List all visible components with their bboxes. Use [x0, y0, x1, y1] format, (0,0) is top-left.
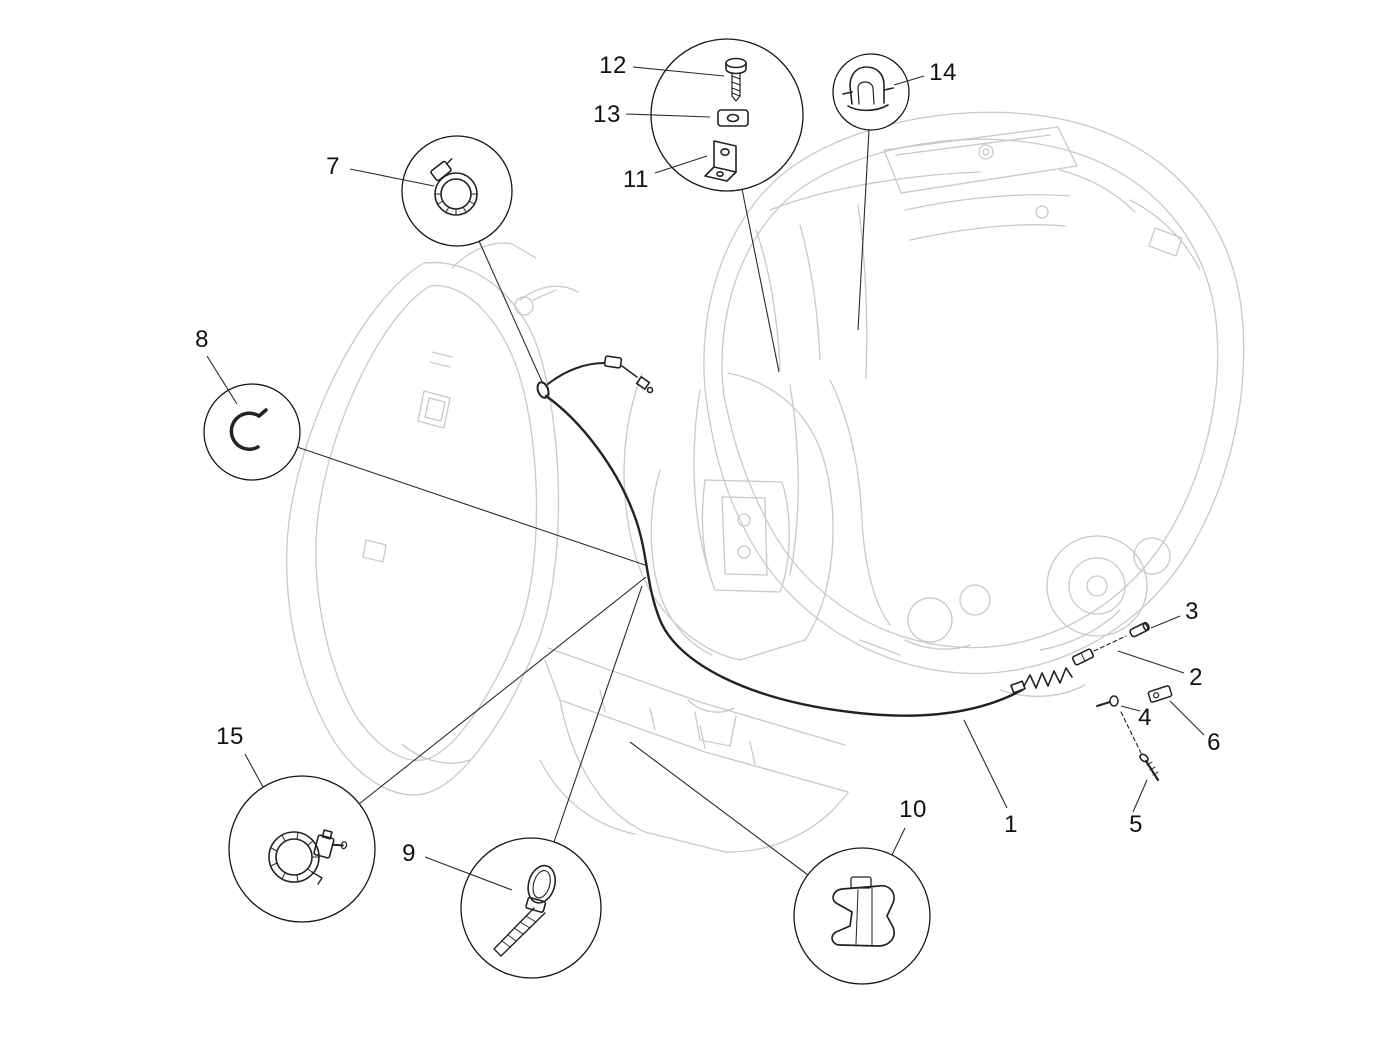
part-label-9: 9 [402, 840, 416, 867]
clamp-icon [268, 829, 348, 885]
bolt-icon [1096, 695, 1119, 707]
leader-bubble-14 [857, 129, 870, 331]
part-label-10: 10 [899, 796, 927, 823]
leader-lines [206, 66, 1205, 891]
leader-bubble-9 [553, 585, 643, 843]
leader-bubble-10 [629, 741, 809, 876]
leader-6 [1169, 700, 1205, 736]
cable-tie-icon [493, 864, 557, 957]
part-label-15: 15 [216, 723, 244, 750]
adjuster-icon [1071, 648, 1095, 666]
spring-clip-icon [842, 66, 894, 112]
leader-3 [1150, 615, 1181, 629]
part-label-1: 1 [1004, 811, 1018, 838]
part-label-2: 2 [1189, 664, 1203, 691]
part-label-11: 11 [623, 166, 649, 193]
leader-bubble-top [741, 188, 780, 373]
leader-5 [1132, 779, 1148, 813]
cable-end-icon [635, 376, 651, 390]
leader-13 [625, 113, 711, 118]
leader-14 [893, 75, 925, 86]
band-clamp-icon [430, 158, 478, 216]
cable-ferrule-icon [1010, 680, 1026, 694]
leader-bubble-8 [296, 446, 649, 567]
callout-bubble-14 [832, 53, 910, 131]
plate-icon [1147, 685, 1173, 703]
part-glyphs [229, 57, 895, 957]
leader-2 [1117, 650, 1185, 674]
leader-8 [206, 355, 238, 405]
cable-grommet-icon [536, 381, 550, 399]
leader-4 [1120, 705, 1141, 712]
spring-icon [1023, 667, 1073, 689]
cable-adjuster-parts [1023, 621, 1173, 782]
leader-15 [244, 753, 264, 788]
callout-bubble-9 [460, 837, 602, 979]
leader-10 [891, 827, 906, 856]
screw-icon [725, 57, 747, 102]
screw-icon [1139, 753, 1160, 782]
part-label-3: 3 [1185, 598, 1199, 625]
leader-bubble-7 [478, 240, 544, 385]
leader-9 [424, 856, 513, 891]
part-label-7: 7 [326, 153, 340, 180]
cable-fitting-icon [603, 355, 623, 369]
transmission-cable [536, 355, 1026, 717]
scooter-line-art [285, 111, 1245, 853]
part-label-6: 6 [1207, 729, 1221, 756]
callout-circles [203, 38, 931, 985]
cable-icon [544, 394, 1024, 717]
bracket-icon [704, 140, 737, 182]
part-label-8: 8 [195, 326, 209, 353]
leader-7 [349, 168, 435, 187]
part-label-12: 12 [599, 52, 627, 79]
part-label-5: 5 [1129, 811, 1143, 838]
pin-icon [1129, 621, 1150, 638]
part-label-14: 14 [929, 59, 957, 86]
callout-bubble-7 [401, 135, 513, 247]
leader-bubble-15 [358, 576, 647, 805]
nut-plate-icon [717, 109, 749, 127]
retainer-clip-icon [831, 876, 895, 947]
leader-1 [963, 719, 1008, 809]
part-label-13: 13 [593, 101, 621, 128]
callout-bubble-10 [793, 847, 931, 985]
leader-11 [654, 155, 708, 174]
hook-clip-icon [229, 408, 268, 451]
callout-bubble-8 [203, 383, 301, 481]
part-label-4: 4 [1138, 704, 1152, 731]
callout-bubble-15 [228, 775, 376, 923]
leader-12 [632, 66, 725, 77]
